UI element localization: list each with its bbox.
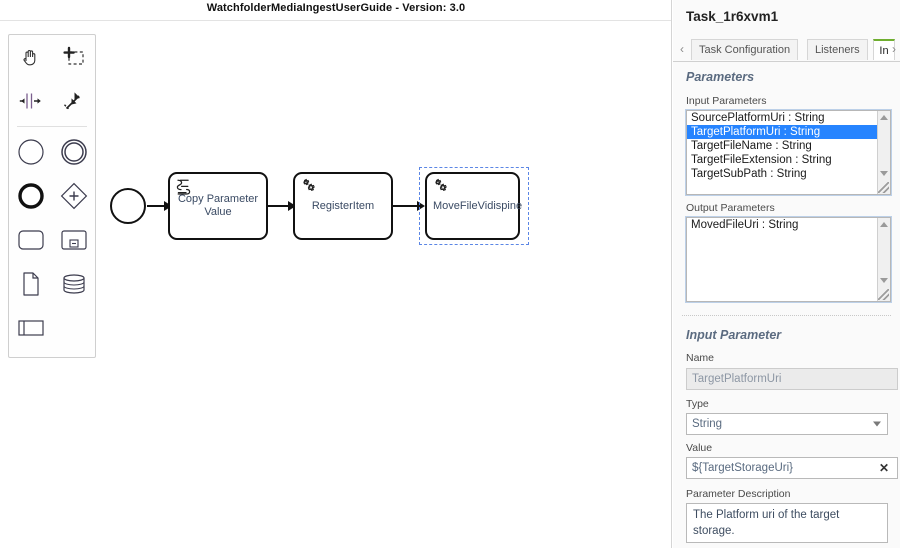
- task-node-register-item[interactable]: RegisterItem: [293, 172, 393, 240]
- end-event-icon[interactable]: [9, 174, 52, 218]
- scroll-up-icon[interactable]: [880, 222, 888, 227]
- list-item[interactable]: MovedFileUri : String: [691, 219, 799, 231]
- page-title: Task_1r6xvm1: [686, 9, 779, 24]
- sequence-flow[interactable]: [393, 205, 420, 207]
- task-label: MoveFileVidispine: [433, 199, 523, 212]
- list-item[interactable]: TargetSubPath : String: [691, 168, 807, 180]
- start-event-node[interactable]: [110, 188, 146, 224]
- lasso-tool-icon[interactable]: [52, 35, 95, 79]
- scroll-down-icon[interactable]: [880, 278, 888, 283]
- tab-task-configuration[interactable]: Task Configuration: [691, 39, 799, 60]
- type-select[interactable]: String: [686, 413, 888, 435]
- output-parameters-label: Output Parameters: [686, 202, 775, 214]
- title-divider: [0, 20, 671, 21]
- parameters-group-heading: Parameters: [686, 70, 755, 84]
- name-value: TargetPlatformUri: [692, 373, 782, 385]
- resize-grip[interactable]: [878, 289, 889, 300]
- task-node-move-file-vidispine[interactable]: MoveFileVidispine: [425, 172, 523, 240]
- global-connect-tool-icon[interactable]: [52, 79, 95, 123]
- service-task-icon: [432, 178, 450, 200]
- value-field[interactable]: ${TargetStorageUri} ✕: [686, 457, 898, 479]
- properties-panel: Task_1r6xvm1 ‹ Task Configuration Listen…: [673, 0, 900, 548]
- task-icon[interactable]: [9, 218, 52, 262]
- data-store-icon[interactable]: [52, 262, 95, 306]
- type-label: Type: [686, 398, 709, 410]
- start-event-icon[interactable]: [9, 130, 52, 174]
- resize-grip[interactable]: [878, 182, 889, 193]
- scroll-up-icon[interactable]: [880, 115, 888, 120]
- list-item[interactable]: SourcePlatformUri : String: [691, 112, 825, 124]
- data-object-icon[interactable]: [9, 262, 52, 306]
- sequence-flow-arrow: [417, 201, 425, 211]
- input-parameters-listbox[interactable]: SourcePlatformUri : String TargetPlatfor…: [685, 109, 892, 196]
- service-task-icon: [300, 178, 318, 200]
- parameter-description-label: Parameter Description: [686, 488, 791, 500]
- tab-label: Listeners: [815, 44, 860, 56]
- type-value: String: [692, 418, 723, 430]
- intermediate-event-icon[interactable]: [52, 130, 95, 174]
- palette-tools-group: [9, 35, 95, 123]
- sequence-flow[interactable]: [268, 205, 290, 207]
- input-parameters-label: Input Parameters: [686, 95, 767, 107]
- name-field: TargetPlatformUri: [686, 368, 898, 390]
- palette-elements-group: [9, 130, 95, 350]
- script-task-icon: [175, 178, 191, 199]
- value-label: Value: [686, 442, 713, 454]
- output-parameters-listbox[interactable]: MovedFileUri : String: [685, 216, 892, 303]
- list-item[interactable]: TargetFileExtension : String: [691, 154, 832, 166]
- parameter-description-textarea[interactable]: The Platform uri of the target storage.: [686, 503, 888, 543]
- name-label: Name: [686, 352, 715, 364]
- listbox-scrollbar[interactable]: [877, 111, 890, 194]
- subprocess-icon[interactable]: [52, 218, 95, 262]
- hand-tool-icon[interactable]: [9, 35, 52, 79]
- scroll-down-icon[interactable]: [880, 171, 888, 176]
- bpmn-palette[interactable]: [8, 34, 96, 358]
- listbox-scrollbar[interactable]: [877, 218, 890, 301]
- context-pad[interactable]: [528, 158, 606, 254]
- tab-scroll-left-button[interactable]: ‹: [680, 42, 684, 56]
- bpmn-canvas[interactable]: WatchfolderMediaIngestUserGuide - Versio…: [0, 0, 672, 548]
- diagram-title: WatchfolderMediaIngestUserGuide - Versio…: [206, 2, 466, 14]
- value-text: ${TargetStorageUri}: [692, 462, 794, 474]
- task-node-copy-parameter-value[interactable]: Copy Parameter Value: [168, 172, 268, 240]
- tab-label: In: [879, 44, 889, 57]
- sequence-flow-arrow: [288, 201, 296, 211]
- tab-listeners[interactable]: Listeners: [807, 39, 868, 60]
- clear-value-button[interactable]: ✕: [878, 461, 889, 475]
- description-text: The Platform uri of the target storage.: [693, 509, 840, 537]
- participant-icon[interactable]: [9, 306, 53, 350]
- palette-divider: [17, 126, 87, 127]
- tab-input-output[interactable]: In: [873, 39, 895, 60]
- tab-scroll-right-button[interactable]: ›: [892, 42, 896, 56]
- chevron-down-icon: [873, 421, 881, 427]
- section-divider: [682, 315, 891, 316]
- list-item[interactable]: TargetPlatformUri : String: [687, 125, 890, 139]
- list-item[interactable]: TargetFileName : String: [691, 140, 812, 152]
- gateway-icon[interactable]: [52, 174, 95, 218]
- properties-tabbar: ‹ Task Configuration Listeners In ›: [673, 36, 900, 62]
- tab-label: Task Configuration: [699, 44, 791, 56]
- sequence-flow[interactable]: [147, 205, 167, 207]
- task-label: RegisterItem: [311, 199, 375, 212]
- input-parameter-group-heading: Input Parameter: [686, 328, 782, 342]
- space-tool-icon[interactable]: [9, 79, 52, 123]
